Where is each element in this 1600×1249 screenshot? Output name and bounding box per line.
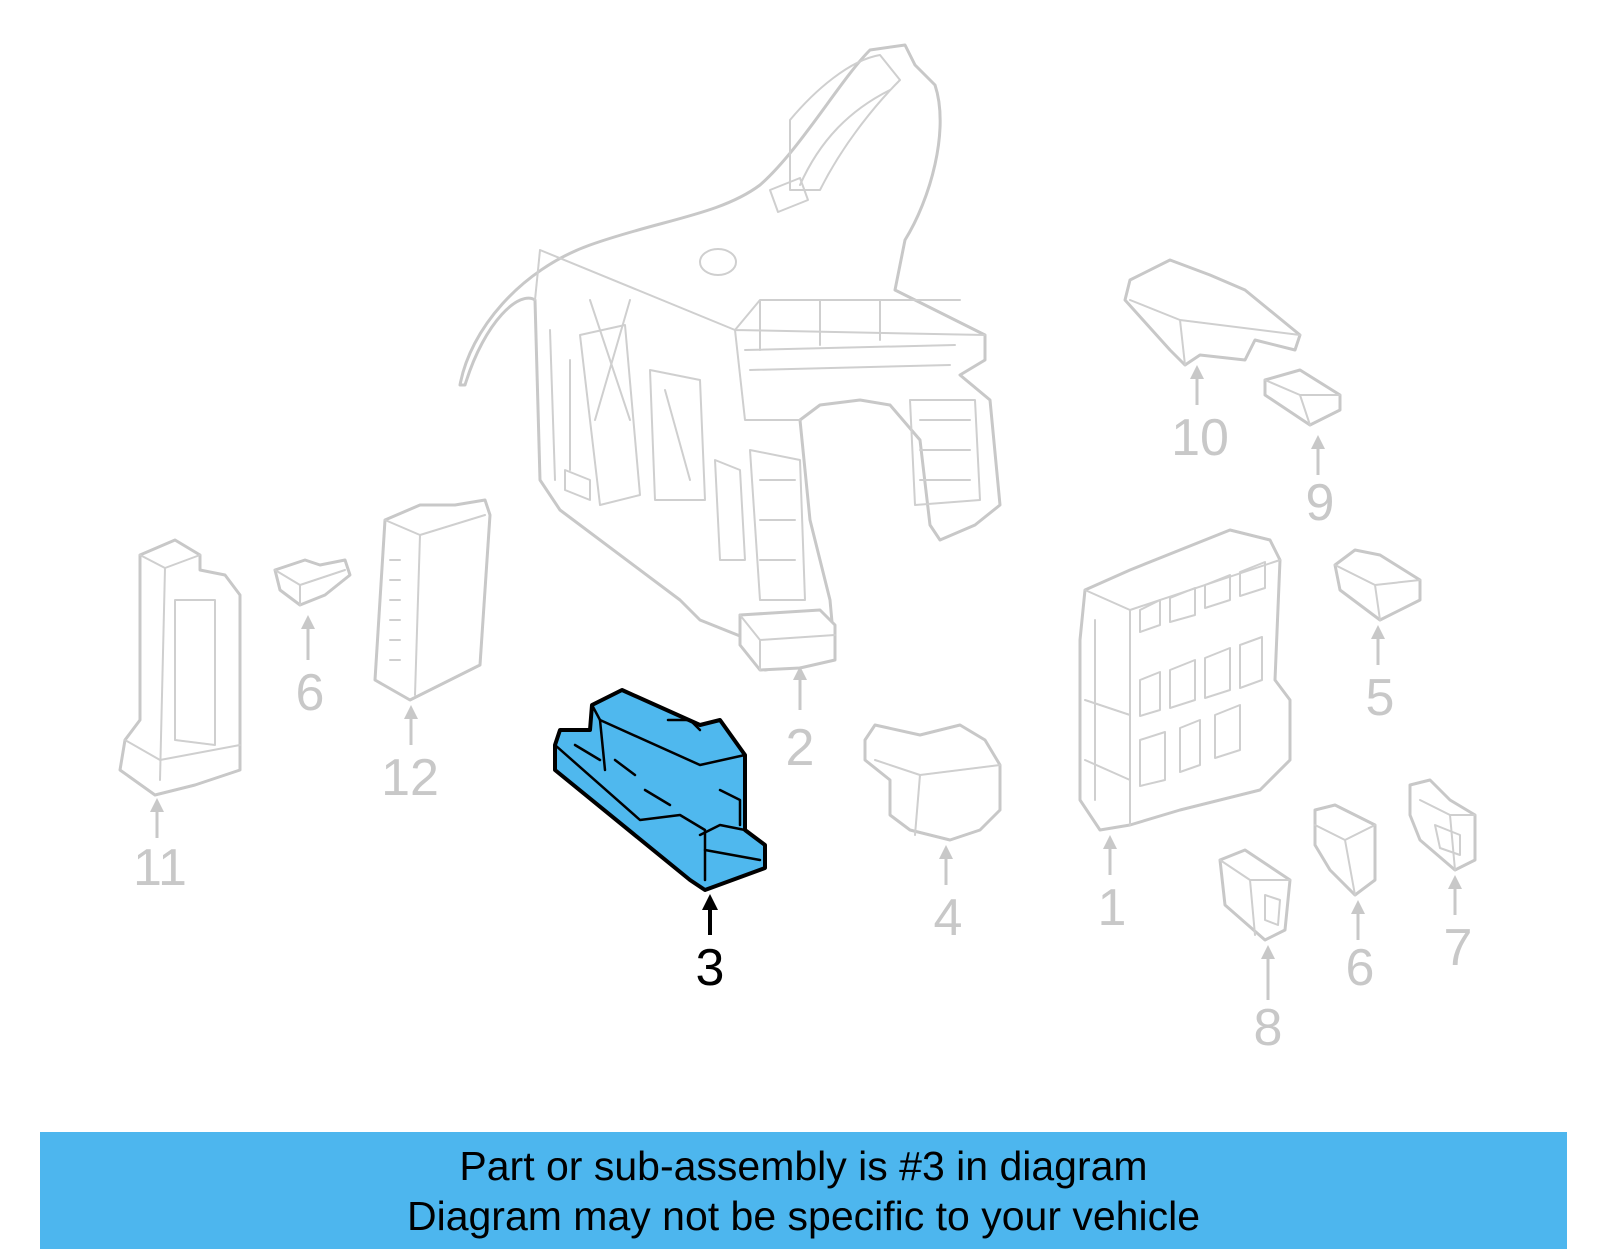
callout-1: 1 bbox=[1098, 835, 1127, 937]
callout-5: 5 bbox=[1366, 625, 1395, 727]
banner-line-disclaimer: Diagram may not be specific to your vehi… bbox=[406, 1192, 1200, 1239]
banner-line-part-reference: Part or sub-assembly is #3 in diagram bbox=[459, 1142, 1148, 1189]
part-8 bbox=[1218, 848, 1292, 942]
callout-6-left-label: 6 bbox=[296, 664, 325, 722]
callout-6-right-label: 6 bbox=[1346, 939, 1375, 997]
callout-8: 8 bbox=[1254, 945, 1283, 1057]
part-4-connector bbox=[863, 723, 1002, 842]
part-11-frame bbox=[118, 538, 242, 797]
callout-5-label: 5 bbox=[1366, 669, 1395, 727]
part-3-highlighted bbox=[553, 688, 767, 892]
callout-6-right: 6 bbox=[1346, 900, 1375, 997]
callout-12-label: 12 bbox=[381, 749, 439, 807]
callout-7-label: 7 bbox=[1444, 919, 1473, 977]
callout-7: 7 bbox=[1444, 875, 1473, 977]
callout-9: 9 bbox=[1306, 435, 1335, 532]
part-6-left-clip bbox=[273, 558, 352, 607]
callout-4: 4 bbox=[934, 845, 963, 947]
callout-10-label: 10 bbox=[1171, 409, 1229, 467]
callout-6-left: 6 bbox=[296, 615, 325, 722]
part-5 bbox=[1333, 548, 1422, 622]
part-6-right-clip bbox=[1313, 803, 1377, 897]
callout-2-label: 2 bbox=[786, 719, 815, 777]
callout-1-label: 1 bbox=[1098, 879, 1127, 937]
callout-8-label: 8 bbox=[1254, 999, 1283, 1057]
callout-4-label: 4 bbox=[934, 889, 963, 947]
callout-3: 3 bbox=[696, 894, 725, 997]
part-9 bbox=[1263, 368, 1342, 427]
part-2-bracket bbox=[458, 43, 1002, 672]
callout-9-label: 9 bbox=[1306, 474, 1335, 532]
callout-2: 2 bbox=[786, 666, 815, 777]
info-banner: Part or sub-assembly is #3 in diagram Di… bbox=[40, 1132, 1567, 1249]
part-12-module bbox=[373, 498, 492, 702]
callout-12: 12 bbox=[381, 705, 439, 807]
part-10 bbox=[1123, 258, 1302, 367]
callout-11-label: 11 bbox=[133, 839, 187, 897]
part-7 bbox=[1408, 778, 1477, 872]
callout-11: 11 bbox=[133, 798, 187, 897]
callout-10: 10 bbox=[1171, 365, 1229, 467]
part-1-fuse-box bbox=[1078, 528, 1292, 832]
callout-3-label: 3 bbox=[696, 939, 725, 997]
